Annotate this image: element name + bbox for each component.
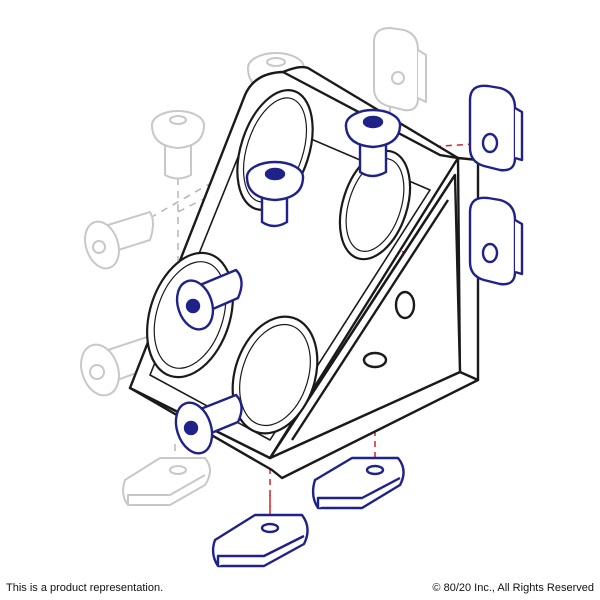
button-head-bolt-center — [245, 160, 305, 228]
button-head-bolt-lower — [174, 393, 243, 455]
ghost-bolt-top-left — [151, 110, 205, 180]
button-head-bolt-upper-right — [344, 108, 402, 178]
button-head-bolt-left — [175, 268, 243, 331]
t-nut-right-upper — [468, 84, 524, 172]
base-hole — [362, 351, 388, 369]
right-plate-hole — [394, 290, 416, 320]
t-nut-bottom-front — [211, 513, 309, 568]
t-nut-right-lower — [468, 196, 524, 286]
blue-hardware-group — [174, 84, 524, 568]
footer-copyright: © 80/20 Inc., All Rights Reserved — [432, 582, 594, 594]
ghost-tnut-bottom-left — [122, 457, 211, 506]
t-nut-bottom-center — [311, 456, 405, 510]
ghost-bolt-left-upper — [84, 211, 154, 270]
ghost-tnut-top-right — [373, 27, 427, 112]
footer-disclaimer: This is a product representation. — [6, 582, 164, 594]
